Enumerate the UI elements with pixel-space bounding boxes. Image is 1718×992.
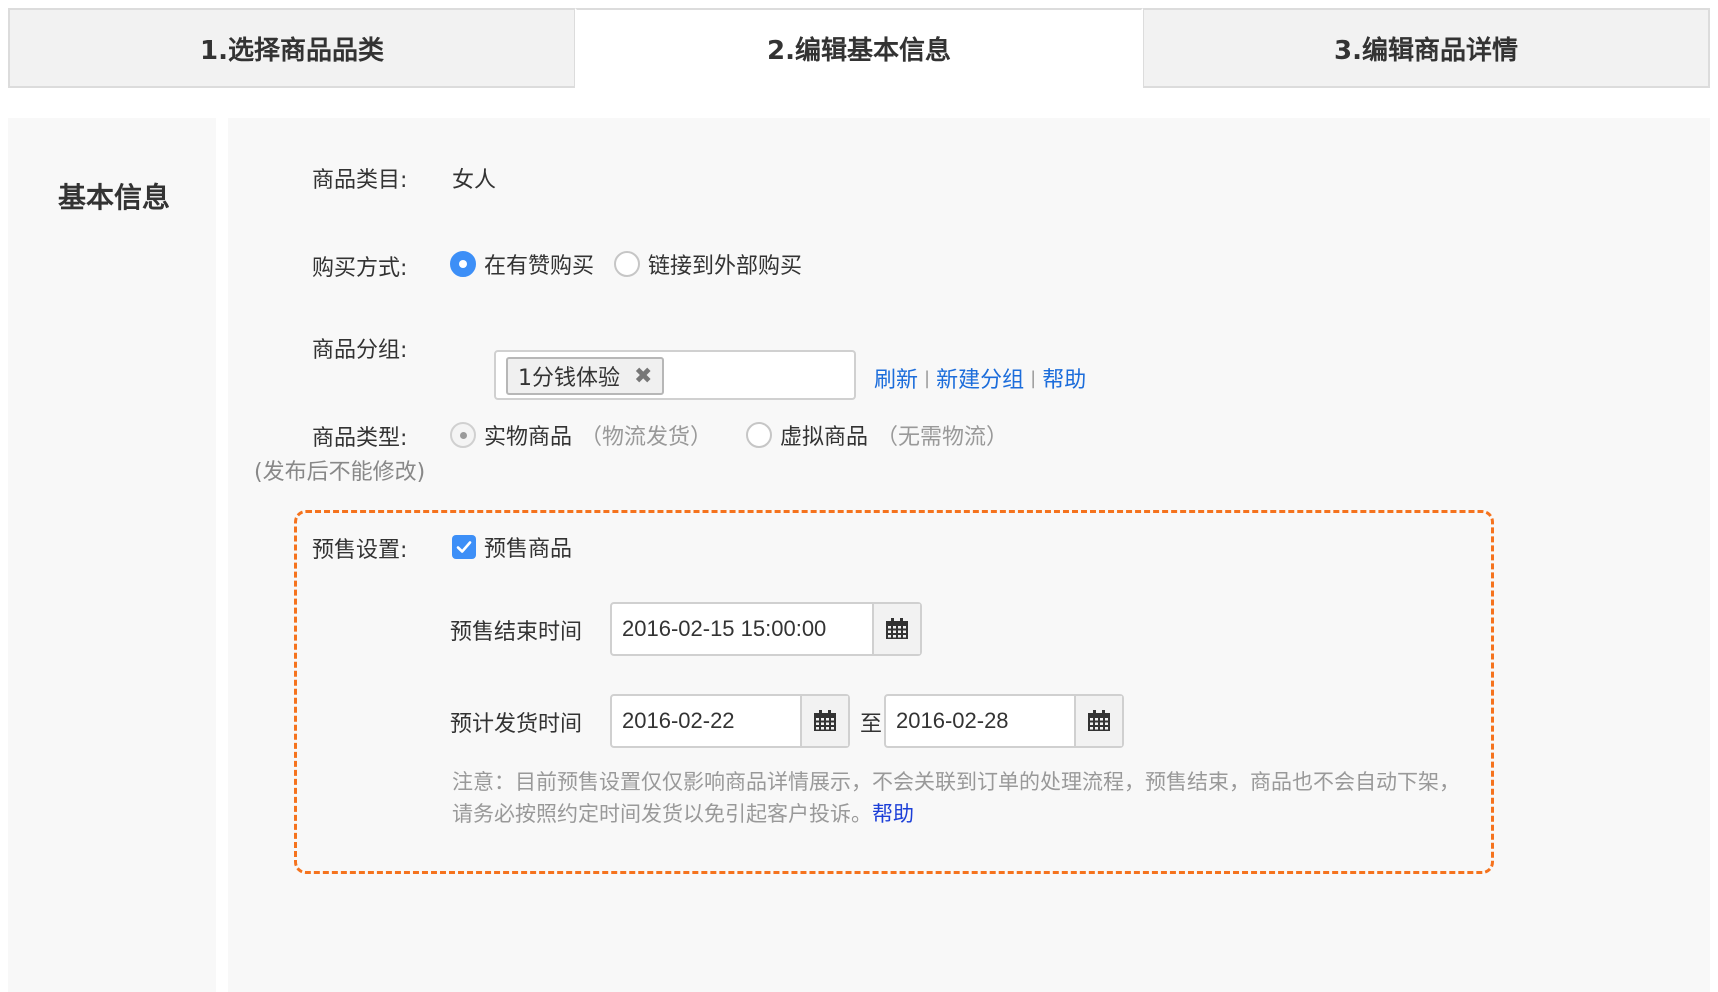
physical-product-hint: （物流发货） [580,425,713,450]
presale-note: 注意：目前预售设置仅仅影响商品详情展示，不会关联到订单的处理流程，预售结束，商品… [452,766,1472,830]
presale-settings-box [294,510,1494,874]
purchase-external-radio[interactable] [614,251,641,277]
step-tabs: 1.选择商品品类 2.编辑基本信息 3.编辑商品详情 [8,8,1710,88]
virtual-product-hint: （无需物流） [876,425,1009,450]
physical-product-label: 实物商品 [484,425,573,450]
ship-to-value[interactable]: 2016-02-28 [896,708,1009,733]
presale-end-label: 预售结束时间 [450,620,583,645]
purchase-in-store-label[interactable]: 在有赞购买 [484,254,595,279]
step-3-label: 3.编辑商品详情 [1334,35,1518,66]
calendar-icon[interactable] [1074,696,1122,746]
product-group-label: 商品分组: [312,338,408,363]
group-tag-label: 1分钱体验 [518,366,620,391]
calendar-icon-graphic [814,710,836,731]
step-1-label: 1.选择商品品类 [200,35,384,66]
group-help-link[interactable]: 帮助 [1042,368,1087,393]
check-icon [456,541,472,553]
step-2-label: 2.编辑基本信息 [767,35,951,66]
ship-from-value[interactable]: 2016-02-22 [622,708,735,733]
product-group-select[interactable]: 1分钱体验 ✖ [494,350,856,400]
ship-from-input[interactable]: 2016-02-22 [610,694,850,748]
presale-end-input[interactable]: 2016-02-15 15:00:00 [610,602,922,656]
step-2-edit-basic-info[interactable]: 2.编辑基本信息 [575,8,1143,88]
product-type-label: 商品类型: [312,426,408,451]
virtual-product-radio[interactable] [746,422,773,448]
presale-help-link[interactable]: 帮助 [872,802,914,826]
section-sidebar: 基本信息 [8,118,222,992]
category-value: 女人 [452,168,497,193]
calendar-icon-graphic [1088,710,1110,731]
new-group-link[interactable]: 新建分组 [936,368,1025,393]
purchase-method-options: 在有赞购买 链接到外部购买 [450,248,822,280]
presale-end-value[interactable]: 2016-02-15 15:00:00 [622,616,827,641]
presale-label: 预售设置: [312,538,408,563]
group-tag: 1分钱体验 ✖ [506,357,665,395]
category-label: 商品类目: [312,168,408,193]
close-icon[interactable]: ✖ [634,363,653,389]
ship-range-separator: 至 [860,712,883,737]
presale-note-text: 注意：目前预售设置仅仅影响商品详情展示，不会关联到订单的处理流程，预售结束，商品… [452,770,1460,826]
basic-info-form: 商品类目: 女人 购买方式: 在有赞购买 链接到外部购买 商品分组: 1分钱体验… [228,118,1710,992]
purchase-in-store-radio[interactable] [450,251,476,277]
link-separator: | [924,367,931,389]
link-separator: | [1030,367,1037,389]
product-type-sublabel: (发布后不能修改) [254,460,426,485]
presale-checkbox-row: 预售商品 [452,531,592,563]
group-links: 刷新 | 新建分组 | 帮助 [874,362,1086,394]
presale-checkbox[interactable] [452,535,476,559]
purchase-external-label[interactable]: 链接到外部购买 [648,254,803,279]
calendar-icon-graphic [886,618,908,639]
product-type-options: 实物商品 （物流发货） 虚拟商品 （无需物流） [450,419,1042,451]
calendar-icon[interactable] [800,696,848,746]
ship-time-label: 预计发货时间 [450,712,583,737]
virtual-product-label: 虚拟商品 [780,425,869,450]
refresh-link[interactable]: 刷新 [874,368,919,393]
ship-to-input[interactable]: 2016-02-28 [884,694,1124,748]
step-3-edit-details[interactable]: 3.编辑商品详情 [1143,8,1710,88]
physical-product-radio[interactable] [450,422,476,448]
presale-checkbox-label[interactable]: 预售商品 [484,537,573,562]
purchase-method-label: 购买方式: [312,256,408,281]
calendar-icon[interactable] [872,604,920,654]
step-1-select-category[interactable]: 1.选择商品品类 [8,8,575,88]
section-title: 基本信息 [58,181,171,214]
